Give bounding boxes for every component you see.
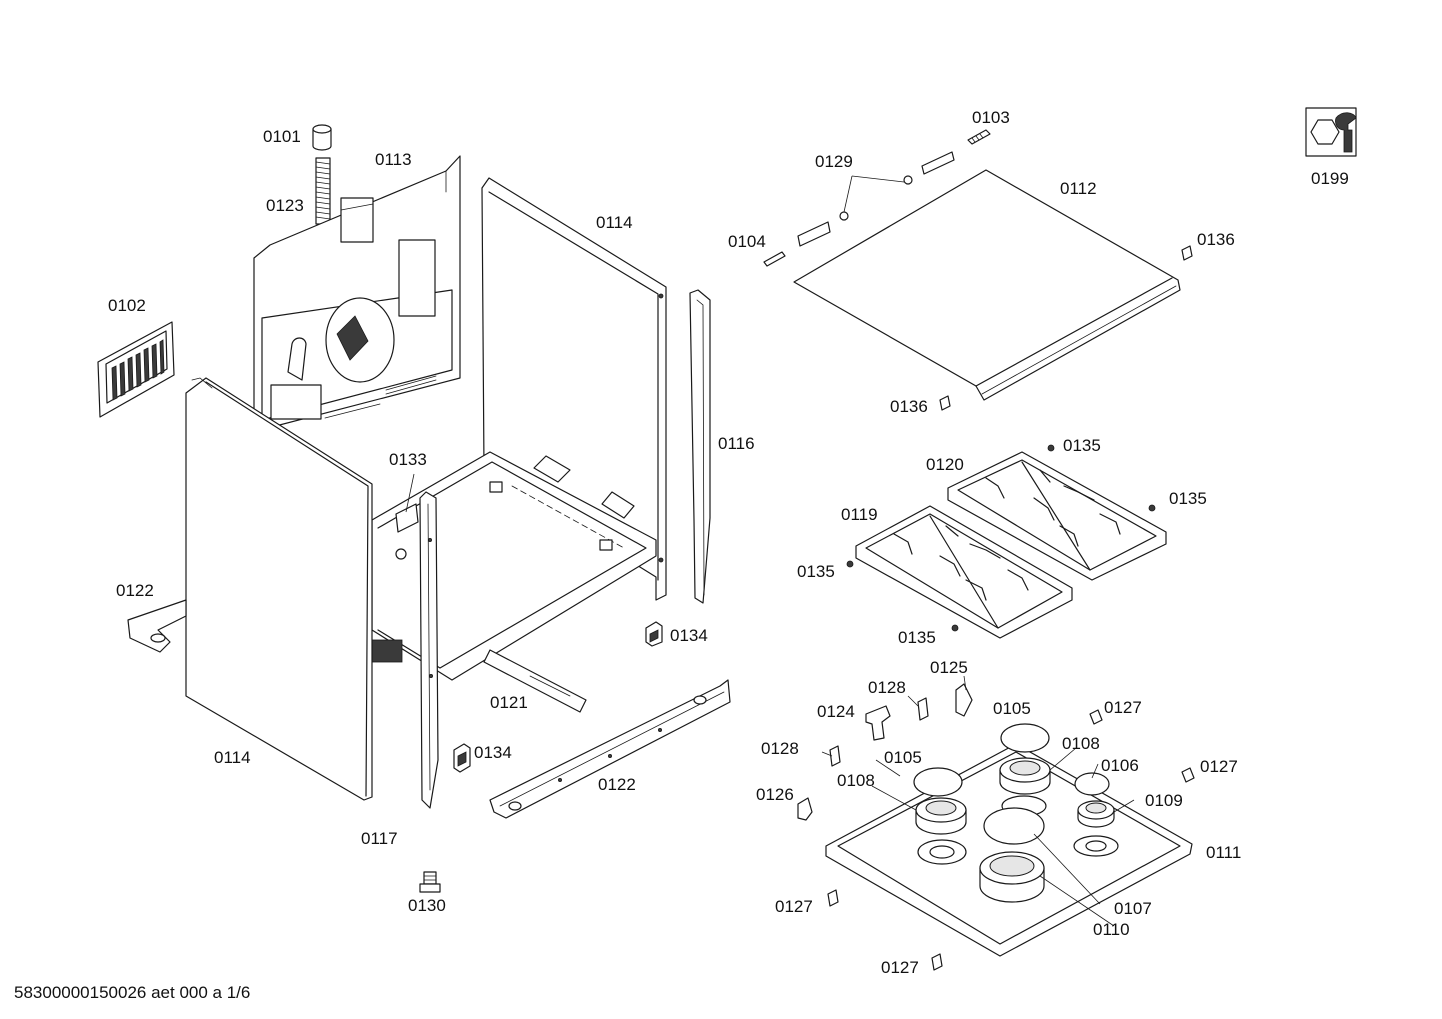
part-0135-foot-a	[1047, 444, 1055, 452]
part-0114-side-panel-left	[185, 377, 373, 801]
label-0199: 0199	[1311, 169, 1349, 188]
label-0127: 0127	[881, 958, 919, 977]
part-0101-cap	[312, 124, 332, 151]
part-0107-cap-large	[983, 807, 1045, 845]
part-0127-clip-b	[1181, 767, 1195, 783]
part-0135-foot-d	[951, 624, 959, 632]
label-0121: 0121	[490, 693, 528, 712]
part-0111-hob-plate	[825, 743, 1193, 957]
part-0116-side-trim	[689, 289, 711, 604]
part-0129-hinge-left	[797, 211, 849, 247]
part-0105-cap-right	[1000, 723, 1050, 753]
part-0130-adjustable-foot	[419, 871, 441, 893]
part-0129-hinge-right	[903, 151, 955, 185]
label-0105: 0105	[884, 748, 922, 767]
part-0126-knob	[797, 797, 813, 821]
label-0111: 0111	[1206, 843, 1242, 862]
wrench-nut-icon	[1305, 107, 1357, 157]
label-0127: 0127	[775, 897, 813, 916]
label-0108: 0108	[837, 771, 875, 790]
label-0106: 0106	[1101, 756, 1139, 775]
label-0135: 0135	[1169, 489, 1207, 508]
label-0136: 0136	[1197, 230, 1235, 249]
label-0127: 0127	[1104, 698, 1142, 717]
part-0106-cap-small	[1074, 772, 1110, 796]
part-0119-pan-support-left	[855, 505, 1073, 639]
label-0122: 0122	[598, 775, 636, 794]
label-0117: 0117	[361, 829, 398, 848]
part-0125-knob	[955, 683, 973, 717]
label-0128: 0128	[761, 739, 799, 758]
label-0122: 0122	[116, 581, 154, 600]
label-0123: 0123	[266, 196, 304, 215]
label-0127: 0127	[1200, 757, 1238, 776]
part-0121-bottom-tray	[371, 451, 657, 713]
part-0122-rail-right	[489, 679, 731, 819]
part-0128-spindle-b	[829, 745, 841, 767]
part-0135-foot-c	[846, 560, 854, 568]
part-0109-burner-small	[1077, 800, 1115, 828]
part-0120-pan-support-right	[947, 451, 1167, 581]
part-0108-burner-left	[915, 797, 967, 835]
part-0134-clip-lower	[453, 743, 471, 773]
part-0127-clip-d	[931, 953, 943, 971]
part-0136-buffer-upper	[1181, 245, 1193, 261]
label-0120: 0120	[926, 455, 964, 474]
label-0135: 0135	[1063, 436, 1101, 455]
part-0122-rail-left	[127, 599, 187, 653]
leader-lines	[405, 175, 1135, 927]
label-0128: 0128	[868, 678, 906, 697]
part-0110-burner-large	[979, 851, 1045, 903]
label-0105: 0105	[993, 699, 1031, 718]
part-0123-flex-hose	[315, 157, 331, 225]
part-0105-cap-left	[913, 767, 963, 797]
label-0129: 0129	[815, 152, 853, 171]
label-0134: 0134	[474, 743, 512, 762]
label-0114: 0114	[596, 213, 633, 232]
part-0112-cover-lid	[793, 169, 1181, 401]
label-0110: 0110	[1093, 920, 1130, 939]
label-0102: 0102	[108, 296, 146, 315]
label-0130: 0130	[408, 896, 446, 915]
part-0108-burner-right	[999, 757, 1051, 795]
label-0116: 0116	[718, 434, 755, 453]
label-0119: 0119	[841, 505, 878, 524]
part-0102-vent-grille	[97, 321, 175, 418]
label-0135: 0135	[898, 628, 936, 647]
label-0135: 0135	[797, 562, 835, 581]
label-0107: 0107	[1114, 899, 1152, 918]
label-0133: 0133	[389, 450, 427, 469]
drawing-number: 58300000150026 aet 000 a 1/6	[14, 983, 251, 1002]
part-0127-clip-a	[1089, 709, 1103, 725]
label-0104: 0104	[728, 232, 766, 251]
part-0124-knob	[865, 705, 891, 741]
label-0108: 0108	[1062, 734, 1100, 753]
label-0134: 0134	[670, 626, 708, 645]
part-0103-screw	[967, 129, 991, 145]
part-0134-clip-upper	[645, 621, 663, 647]
part-0127-clip-c	[827, 889, 839, 907]
label-0125: 0125	[930, 658, 968, 677]
part-0133-bracket	[395, 503, 419, 560]
label-0126: 0126	[756, 785, 794, 804]
part-0136-buffer-lower	[939, 395, 951, 411]
label-0109: 0109	[1145, 791, 1183, 810]
part-0135-foot-b	[1148, 504, 1156, 512]
part-0128-spindle-a	[917, 697, 929, 721]
label-0114: 0114	[214, 748, 251, 767]
label-0103: 0103	[972, 108, 1010, 127]
label-0136: 0136	[890, 397, 928, 416]
part-0117-front-trim	[419, 491, 439, 809]
label-0101: 0101	[263, 127, 301, 146]
label-0112: 0112	[1060, 179, 1097, 198]
label-0124: 0124	[817, 702, 855, 721]
part-0104-screw	[763, 251, 786, 267]
label-0113: 0113	[375, 150, 412, 169]
